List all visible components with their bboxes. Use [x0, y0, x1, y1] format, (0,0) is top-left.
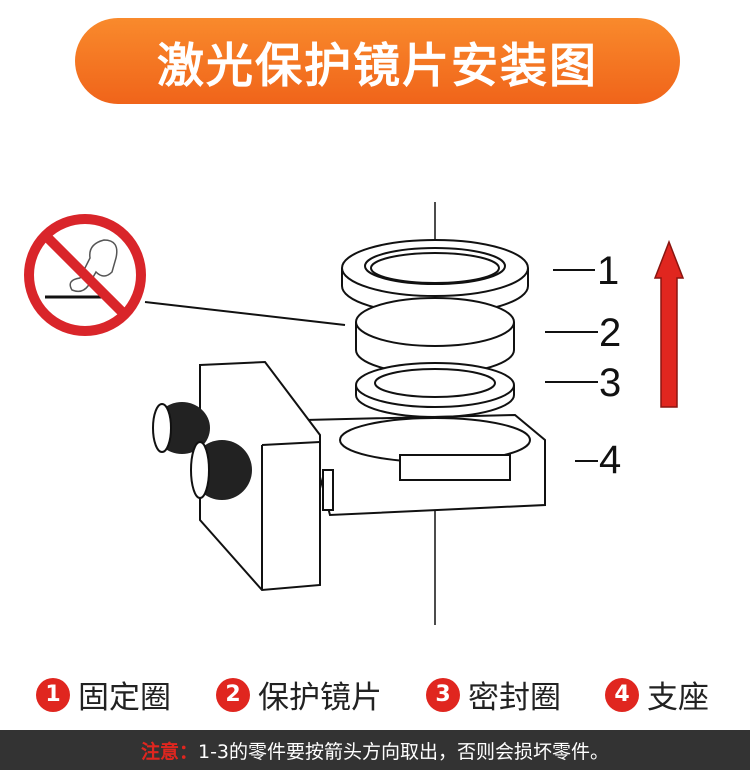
page-title: 激光保护镜片安装图 — [157, 38, 598, 94]
legend-label: 固定圈 — [78, 680, 171, 716]
legend-number: 4 — [605, 677, 639, 712]
parts-legend: 1 固定圈 2 保护镜片 3 密封圈 4 支座 — [0, 672, 750, 716]
protective-lens — [355, 297, 515, 375]
callout-2: 2 — [599, 311, 621, 355]
callout-3: 3 — [599, 361, 621, 405]
legend-label: 支座 — [647, 680, 709, 716]
legend-item: 2 保护镜片 — [216, 672, 382, 717]
legend-label: 保护镜片 — [258, 680, 382, 716]
callout-1: 1 — [597, 249, 619, 293]
lens-holder-base — [199, 360, 546, 592]
up-arrow-icon — [653, 239, 685, 408]
legend-item: 1 固定圈 — [36, 672, 171, 717]
legend-number: 2 — [216, 677, 250, 712]
legend-number: 3 — [426, 677, 460, 712]
callout-4: 4 — [599, 438, 621, 482]
notice-message: 1-3的零件要按箭头方向取出，否则会损坏零件。 — [197, 740, 610, 763]
notice-warning: 注意： — [140, 740, 198, 763]
legend-item: 4 支座 — [605, 672, 709, 717]
fixing-ring — [341, 239, 529, 315]
no-touch-icon — [24, 214, 146, 336]
title-banner: 激光保护镜片安装图 — [75, 18, 680, 104]
legend-label: 密封圈 — [468, 680, 561, 716]
notice-bar: 注意： 1-3的零件要按箭头方向取出，否则会损坏零件。 — [0, 730, 750, 770]
exploded-diagram: 1 2 3 4 — [24, 202, 685, 625]
legend-item: 3 密封圈 — [426, 672, 561, 717]
leader-line — [144, 301, 346, 326]
knob-icon — [152, 402, 252, 500]
legend-number: 1 — [36, 677, 70, 712]
seal-ring — [355, 362, 515, 418]
